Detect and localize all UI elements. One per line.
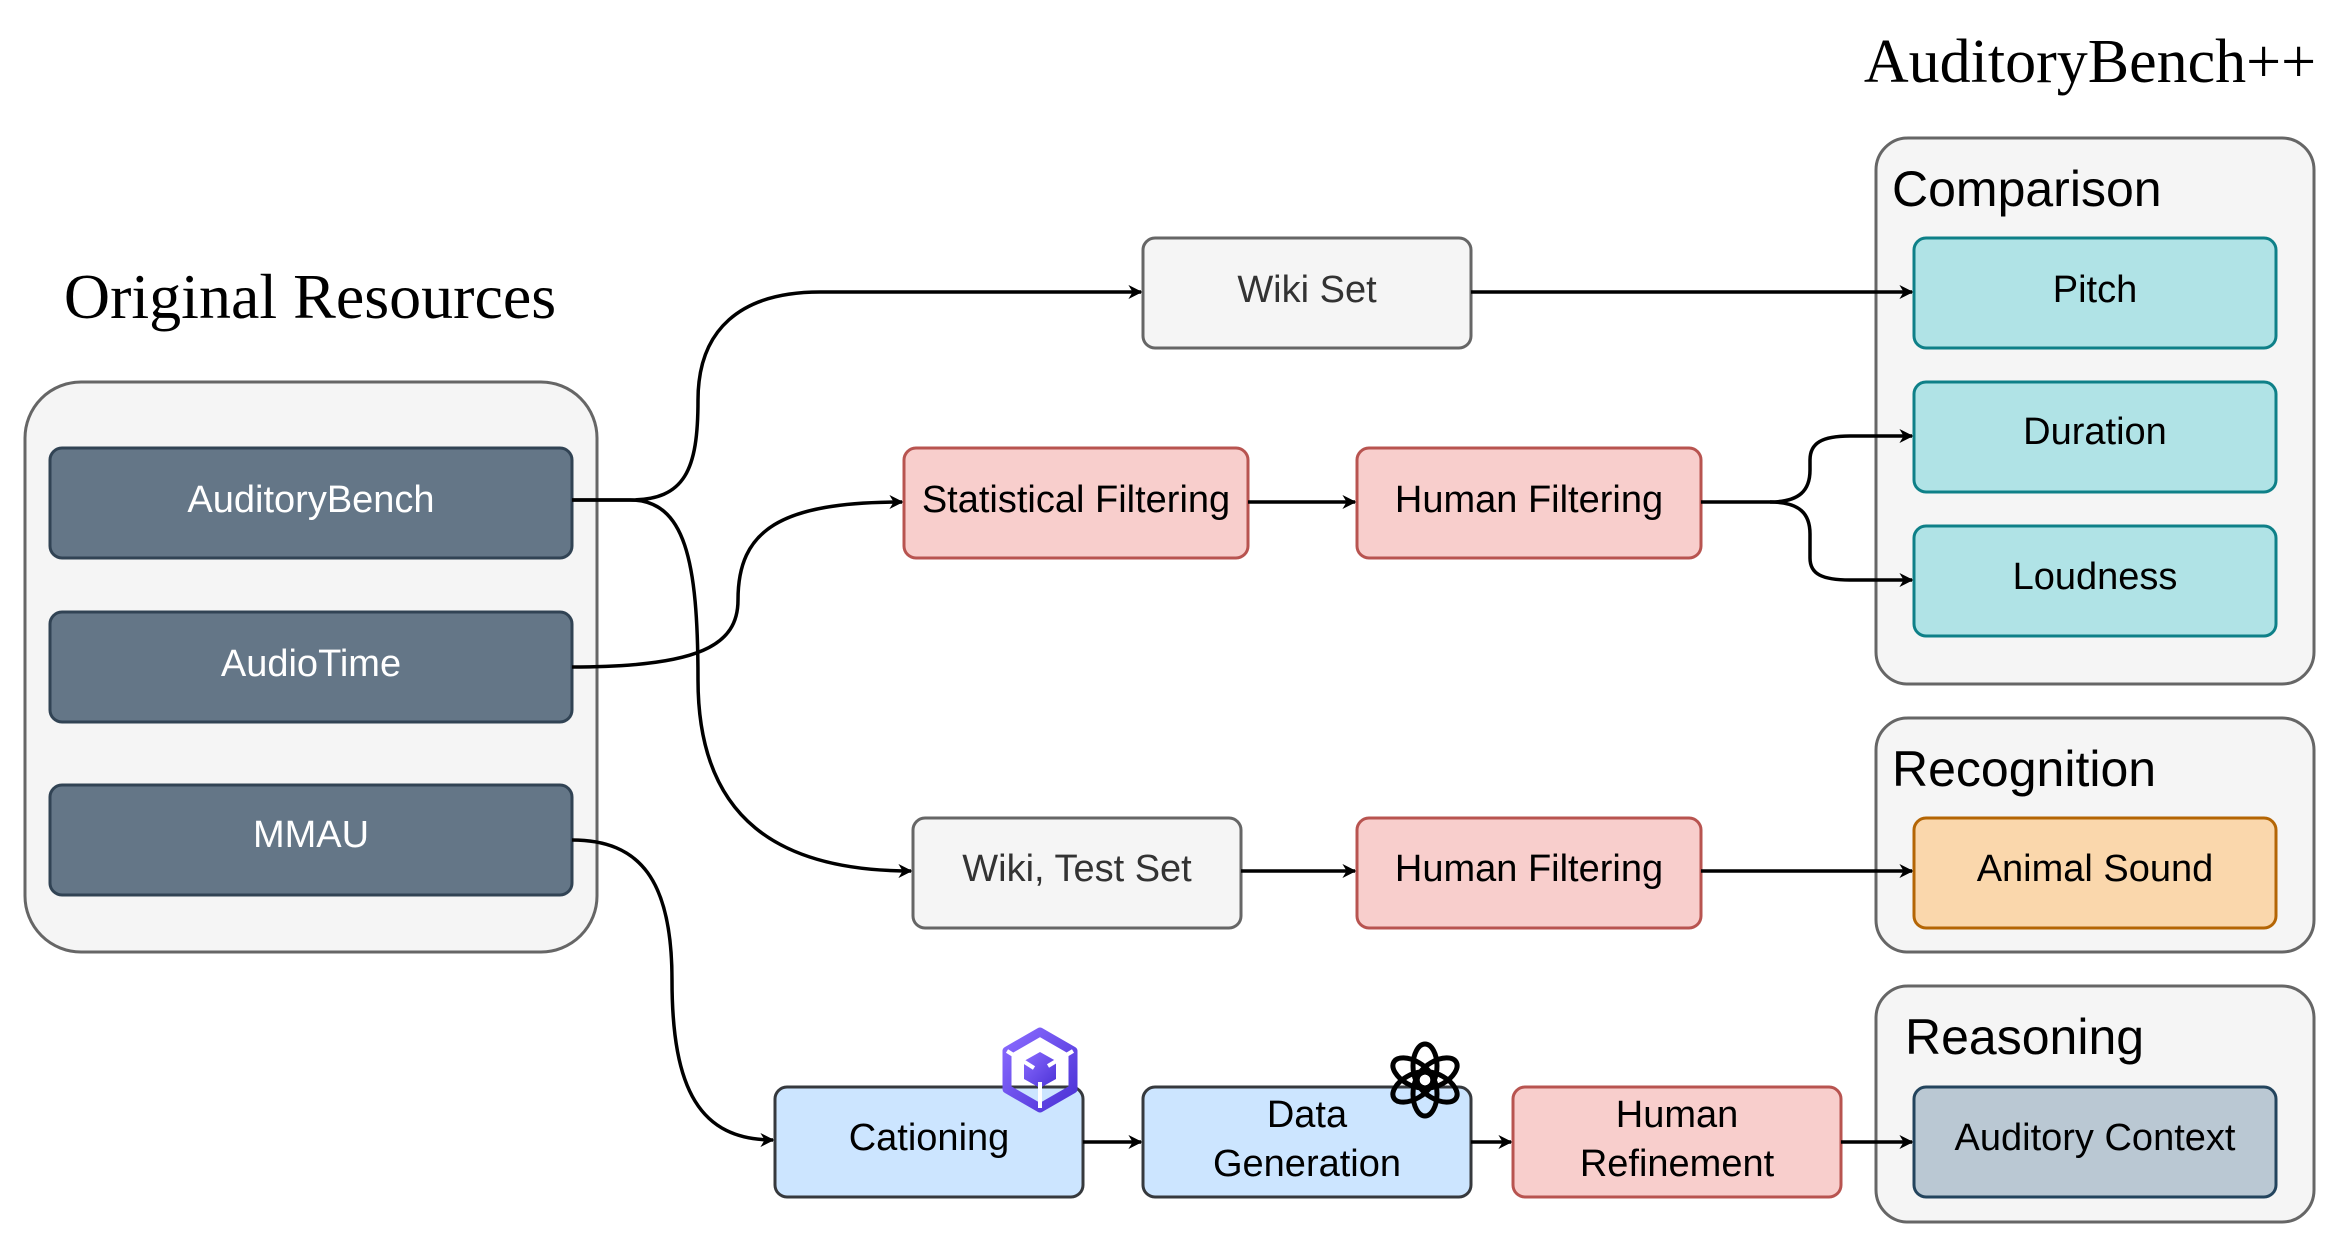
human-filtering-label-2: Human Filtering (1395, 848, 1663, 890)
reasoning-group-label: Reasoning (1905, 1009, 2144, 1065)
item-loudness-label: Loudness (2013, 556, 2178, 598)
item-loudness[interactable]: Loudness (1912, 524, 2278, 638)
item-pitch-label: Pitch (2053, 269, 2137, 311)
cationing-label: Cationing (849, 1117, 1010, 1159)
wiki-set-box[interactable]: Wiki Set (1141, 236, 1473, 350)
edge-human-filtering-to-loudness (1769, 500, 1914, 587)
item-duration[interactable]: Duration (1912, 380, 2278, 494)
edge-human-filtering-to-duration (1701, 429, 1914, 504)
source-audiotime-label: AudioTime (221, 643, 401, 685)
item-pitch[interactable]: Pitch (1912, 236, 2278, 350)
source-audiotime[interactable]: AudioTime (48, 610, 574, 724)
cationing-box[interactable]: Cationing (773, 1085, 1085, 1199)
edge-audiotime-to-statistical-filtering (571, 495, 904, 669)
connectors (571, 285, 1914, 1149)
item-auditory-context-label: Auditory Context (1955, 1117, 2236, 1159)
wiki-test-set-box[interactable]: Wiki, Test Set (911, 816, 1243, 930)
human-filtering-box-2[interactable]: Human Filtering (1355, 816, 1703, 930)
item-duration-label: Duration (2023, 411, 2167, 453)
comparison-group-label: Comparison (1892, 161, 2162, 217)
item-animal-sound-label: Animal Sound (1977, 848, 2214, 890)
source-mmau-label: MMAU (253, 814, 369, 856)
edge-auditorybench-to-wiki-set (572, 285, 1143, 502)
source-auditorybench[interactable]: AuditoryBench (48, 446, 574, 560)
recognition-group-label: Recognition (1892, 741, 2156, 797)
human-refinement-box[interactable]: Human Refinement (1511, 1085, 1843, 1199)
edge-mmau-to-cationing (571, 838, 775, 1147)
data-generation-box[interactable]: Data Generation (1141, 1085, 1473, 1199)
item-auditory-context[interactable]: Auditory Context (1912, 1085, 2278, 1199)
human-filtering-box-1[interactable]: Human Filtering (1355, 446, 1703, 560)
statistical-filtering-box[interactable]: Statistical Filtering (902, 446, 1250, 560)
wiki-test-set-label: Wiki, Test Set (962, 848, 1192, 890)
human-filtering-label-1: Human Filtering (1395, 479, 1663, 521)
edge-auditorybench-to-wiki-test-set (572, 498, 913, 878)
title-original-resources: Original Resources (64, 261, 556, 332)
source-mmau[interactable]: MMAU (48, 783, 574, 897)
wiki-set-label: Wiki Set (1237, 269, 1377, 311)
data-generation-label-line1: Data (1267, 1094, 1348, 1136)
openai-logo-icon (1390, 1041, 1460, 1119)
title-auditorybench-plus: AuditoryBench++ (1864, 28, 2316, 96)
item-animal-sound[interactable]: Animal Sound (1912, 816, 2278, 930)
statistical-filtering-label: Statistical Filtering (922, 479, 1230, 521)
qwen-logo-icon (1002, 1027, 1078, 1113)
data-generation-label-line2: Generation (1213, 1143, 1401, 1185)
human-refinement-label-line2: Refinement (1580, 1143, 1775, 1185)
source-auditorybench-label: AuditoryBench (187, 479, 434, 521)
human-refinement-label-line1: Human (1616, 1094, 1739, 1136)
